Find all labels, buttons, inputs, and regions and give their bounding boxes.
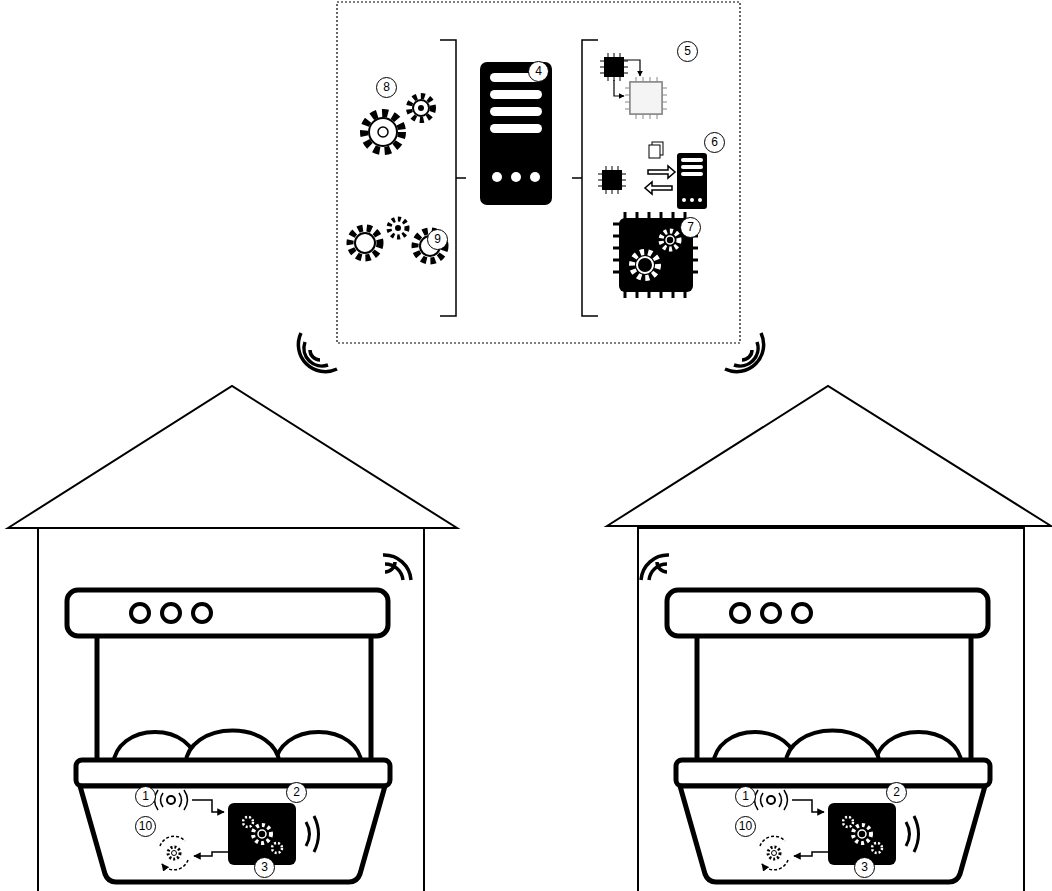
callout-number: 1 [135, 786, 156, 807]
callout-number: 3 [254, 857, 275, 878]
callout-number: 5 [677, 41, 698, 62]
callout-number: 3 [854, 857, 875, 878]
callout-number: 10 [735, 816, 756, 837]
wireless-signal [298, 333, 763, 580]
callout-number: 2 [286, 782, 307, 803]
callout-number: 9 [427, 229, 448, 250]
callout-number: 6 [704, 132, 725, 153]
server-group [337, 2, 740, 343]
callout-number: 8 [376, 77, 397, 98]
callout-number: 2 [886, 782, 907, 803]
callout-number: 4 [528, 61, 549, 82]
callout-number: 10 [135, 816, 156, 837]
house-left [8, 386, 457, 891]
callout-number: 1 [735, 786, 756, 807]
callout-number: 7 [680, 217, 701, 238]
house-right [607, 386, 1051, 891]
